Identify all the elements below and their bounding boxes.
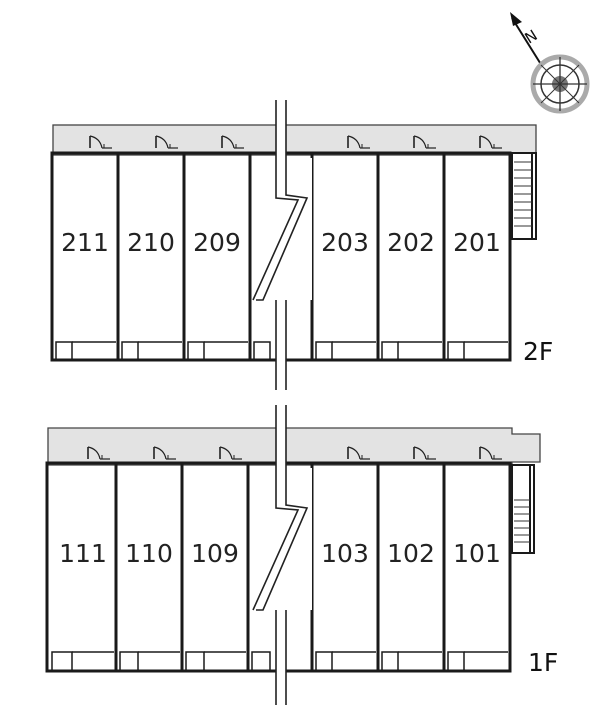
unit-label: 109 [191,539,239,568]
unit-label: 110 [125,539,173,568]
unit-label: 201 [453,228,501,257]
unit-label: 203 [321,228,369,257]
corridor-2f [52,124,537,156]
staircase-2f-icon [511,152,537,240]
break-line-2f [252,100,312,390]
unit-label: 202 [387,228,435,257]
unit-label: 209 [193,228,241,257]
compass: N [510,12,590,114]
unit-label: 103 [321,539,369,568]
unit-label: 211 [61,228,109,257]
unit-label: 111 [59,539,107,568]
unit-label: 101 [453,539,501,568]
break-line-1f [250,405,312,705]
compass-rose-icon [530,54,590,114]
floor-label-1f: 1F [528,648,558,677]
floor-1f-plan: 111 110 109 103 102 101 1F [45,405,558,705]
staircase-1f-icon [509,464,535,610]
patios-1f [51,651,508,671]
unit-label: 102 [387,539,435,568]
unit-label: 210 [127,228,175,257]
unit-dividers-2f [116,153,446,360]
corridor-1f [47,427,541,466]
floor-2f-plan: 211 210 209 203 202 201 2F [50,100,553,390]
floor-label-2f: 2F [523,337,553,366]
balconies-2f [55,341,508,360]
compass-north-label: N [522,26,541,47]
